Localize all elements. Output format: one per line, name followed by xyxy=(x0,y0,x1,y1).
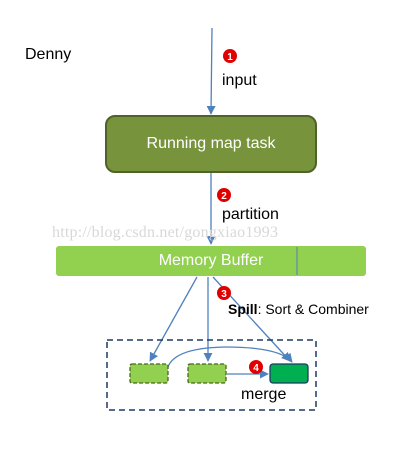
spill-files-container xyxy=(106,339,317,411)
merge-curve-arrow xyxy=(166,346,293,372)
step-2-badge: 2 xyxy=(217,188,231,202)
step-3-label-rest: : Sort & Combiner xyxy=(257,301,369,317)
spill-arrow-left xyxy=(149,276,198,362)
step-3-label: Spill: Sort & Combiner xyxy=(228,301,369,317)
map-task-box xyxy=(105,115,317,173)
spill-file-1 xyxy=(129,363,169,384)
step-3-label-bold: Spill xyxy=(228,301,258,317)
step-2-number: 2 xyxy=(221,191,227,202)
step-3-number: 3 xyxy=(221,289,227,300)
step-1-number: 1 xyxy=(227,52,233,63)
watermark-url: http://blog.csdn.net/gongxiao1993 xyxy=(52,224,279,241)
step-4-label: merge xyxy=(241,386,287,403)
input-arrow xyxy=(206,27,216,115)
author-label: Denny xyxy=(25,46,72,63)
step-2-label: partition xyxy=(222,206,279,223)
merged-file xyxy=(269,363,309,384)
step-4-badge: 4 xyxy=(249,360,263,374)
spill-file-2 xyxy=(187,363,227,384)
memory-buffer-label: Memory Buffer xyxy=(158,252,264,269)
step-1-label: input xyxy=(222,72,257,89)
memory-buffer-bar xyxy=(56,246,366,276)
step-3-badge: 3 xyxy=(217,286,231,300)
map-task-label: Running map task xyxy=(146,135,276,152)
step-4-number: 4 xyxy=(253,363,259,374)
step-1-badge: 1 xyxy=(223,49,237,63)
